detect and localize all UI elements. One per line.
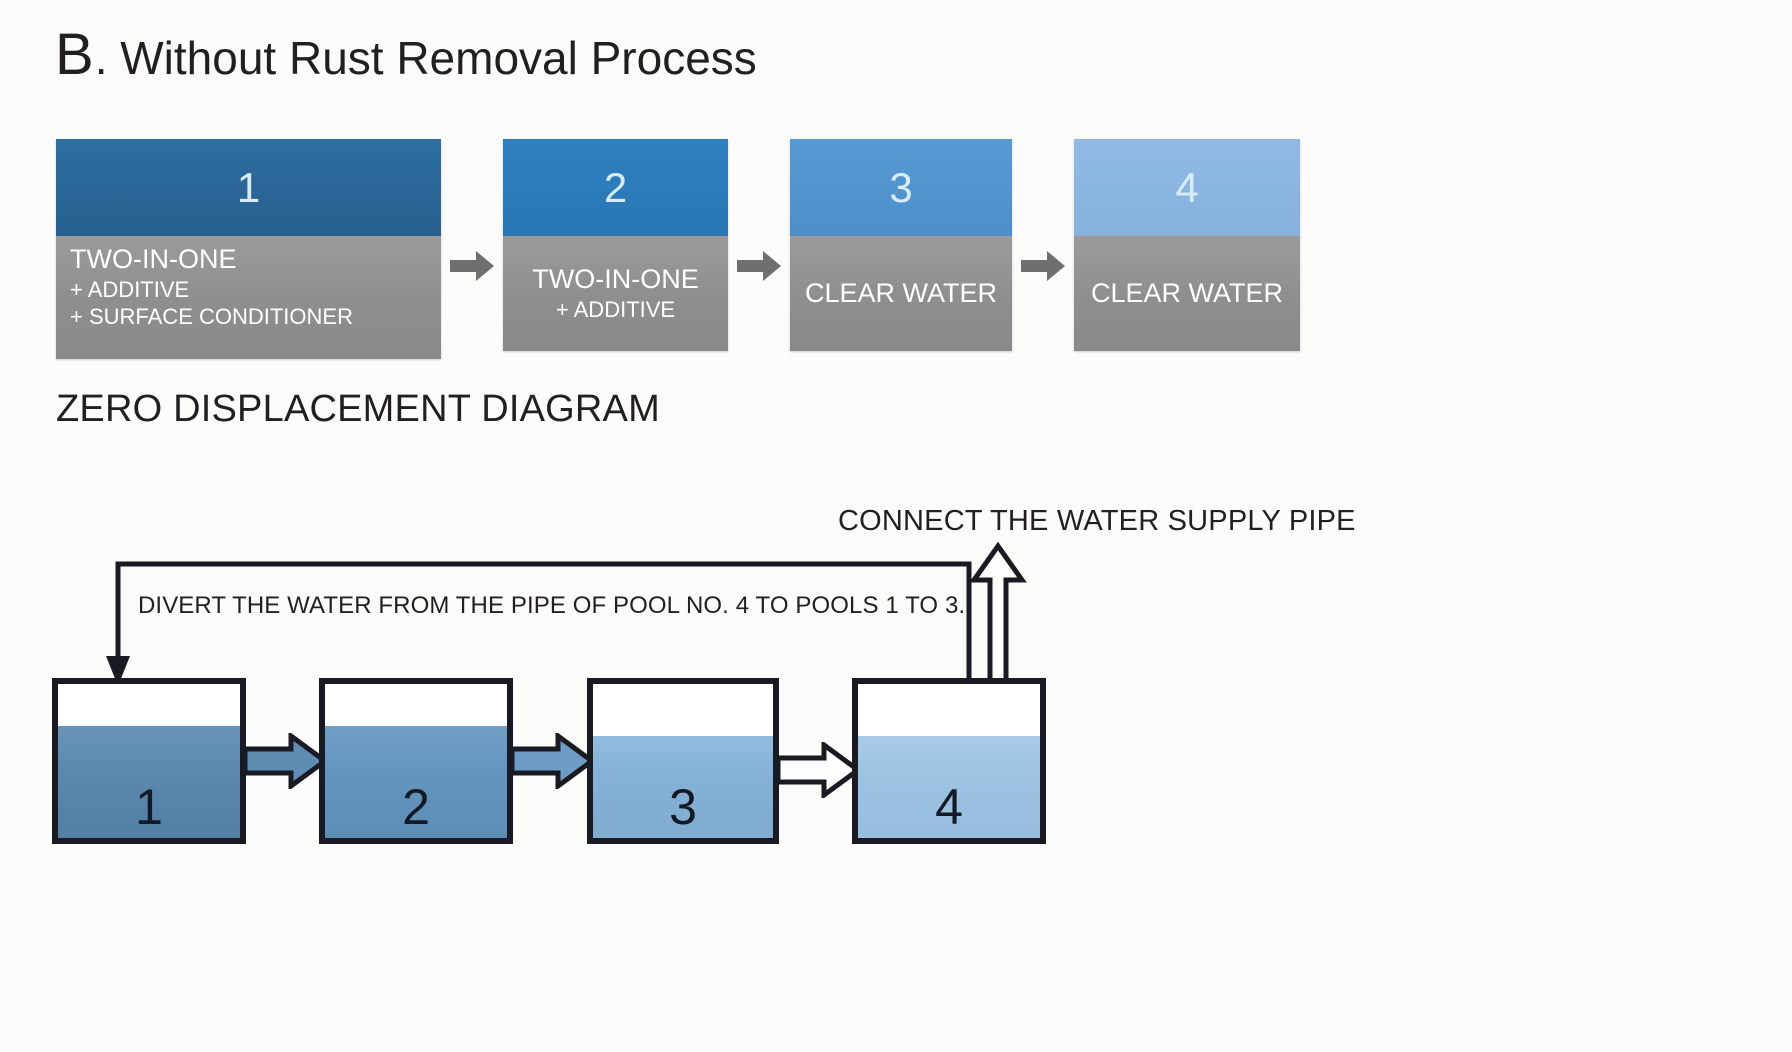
stage-3-labels: CLEAR WATER (790, 236, 1012, 351)
pool-flow-2-3 (510, 733, 594, 789)
section-subtitle: ZERO DISPLACEMENT DIAGRAM (56, 388, 660, 430)
pool-4[interactable]: 4 (852, 678, 1046, 844)
stage-4-number: 4 (1175, 163, 1199, 211)
supply-pipe-label: CONNECT THE WATER SUPPLY PIPE (838, 505, 1356, 537)
stage-2-top: 2 (503, 139, 728, 236)
pool-2-water (325, 725, 507, 838)
stage-2-labels: TWO-IN-ONE + ADDITIVE (503, 236, 728, 351)
stage-arrow-3-4 (1012, 139, 1074, 351)
stage-1-line-2: + ADDITIVE (70, 276, 190, 302)
title-letter: B (55, 22, 94, 87)
pool-1[interactable]: 1 (52, 678, 246, 844)
return-loop-path (96, 558, 976, 688)
stage-4-top: 4 (1074, 139, 1300, 236)
stage-2-line-2: + ADDITIVE (555, 296, 676, 322)
stage-arrow-1-2 (441, 139, 503, 351)
stage-2-number: 2 (603, 163, 628, 211)
stage-box-4[interactable]: 4 CLEAR WATER (1074, 139, 1300, 351)
stage-box-3[interactable]: 3 CLEAR WATER (790, 139, 1012, 351)
pool-flow-3-4 (776, 742, 860, 798)
pool-2-number: 2 (402, 779, 430, 835)
stage-1-line-1: TWO-IN-ONE (70, 244, 237, 274)
page-title: B . Without Rust Removal Process (55, 26, 757, 84)
pool-3-number: 3 (669, 779, 697, 835)
zero-displacement-diagram: CONNECT THE WATER SUPPLY PIPE DIVERT THE… (0, 470, 1792, 890)
stage-4-labels: CLEAR WATER (1074, 236, 1300, 351)
title-text: . Without Rust Removal Process (94, 32, 757, 84)
divert-note-label: DIVERT THE WATER FROM THE PIPE OF POOL N… (138, 592, 966, 619)
pool-3[interactable]: 3 (587, 678, 779, 844)
stage-2-line-1: TWO-IN-ONE (532, 263, 699, 294)
stage-box-1[interactable]: 1 TWO-IN-ONE + ADDITIVE + SURFACE CONDIT… (56, 139, 441, 359)
stage-3-number: 3 (889, 163, 913, 211)
stage-3-top: 3 (790, 139, 1012, 236)
pool-1-number: 1 (135, 779, 163, 835)
water-supply-up-arrow (968, 542, 1028, 692)
stage-3-line-1: CLEAR WATER (804, 277, 998, 308)
stage-box-2[interactable]: 2 TWO-IN-ONE + ADDITIVE (503, 139, 728, 351)
stage-1-number: 1 (236, 163, 261, 211)
pool-2[interactable]: 2 (319, 678, 513, 844)
stage-row: 1 TWO-IN-ONE + ADDITIVE + SURFACE CONDIT… (56, 139, 1300, 359)
pool-1-water (58, 725, 240, 838)
pool-3-water (593, 736, 773, 838)
stage-1-line-3: + SURFACE CONDITIONER (70, 304, 353, 330)
pool-4-number: 4 (935, 779, 963, 835)
pool-4-water (858, 736, 1040, 838)
stage-arrow-2-3 (728, 139, 790, 351)
stage-1-top: 1 (56, 139, 441, 236)
stage-1-labels: TWO-IN-ONE + ADDITIVE + SURFACE CONDITIO… (56, 236, 441, 359)
stage-4-line-1: CLEAR WATER (1090, 277, 1284, 308)
pool-flow-1-2 (243, 733, 327, 789)
